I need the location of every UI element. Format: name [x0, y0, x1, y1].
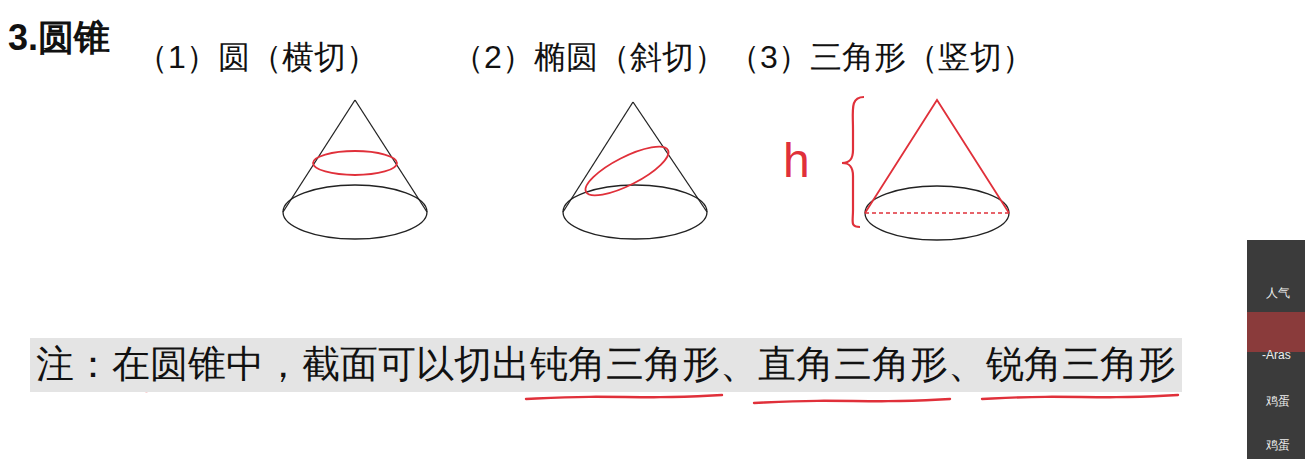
section-title: 3.圆锥	[8, 16, 110, 59]
hand-underline	[754, 399, 950, 403]
side-panel	[1247, 240, 1305, 459]
note-text: 注：在圆锥中，截面可以切出钝角三角形、直角三角形、锐角三角形	[30, 338, 1182, 392]
hand-underline	[982, 395, 1178, 399]
panel-text: 鸡蛋	[1266, 394, 1290, 408]
hand-underline	[526, 395, 722, 399]
cut-caption: （2）椭圆（斜切）	[452, 38, 726, 76]
cut-caption: （3）三角形（竖切）	[728, 38, 1034, 76]
cone-oblique-cut	[563, 102, 707, 239]
cone-horizontal-cut	[283, 100, 427, 239]
side-panel-highlight	[1247, 312, 1305, 352]
cut-caption: （1）圆（横切）	[136, 38, 378, 76]
panel-text: 人气	[1266, 286, 1290, 300]
height-brace	[842, 97, 864, 227]
height-mark: h	[783, 132, 810, 190]
panel-text: 鸡蛋	[1266, 438, 1290, 452]
cone-vertical-cut	[865, 100, 1009, 240]
panel-text: -Aras	[1262, 348, 1291, 362]
